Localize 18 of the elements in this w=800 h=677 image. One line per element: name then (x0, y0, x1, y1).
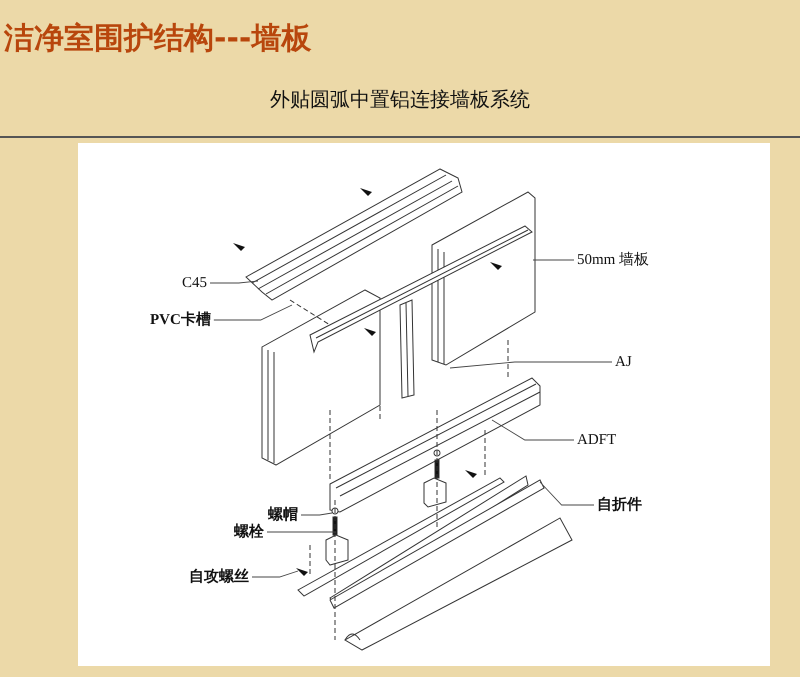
leader-line (213, 304, 292, 320)
part-label: PVC卡槽 (150, 311, 211, 329)
part-label: 自折件 (597, 496, 642, 514)
leader-line (300, 512, 332, 516)
part-label: C45 (182, 274, 208, 292)
leader-line (210, 280, 258, 284)
leader-line (450, 362, 612, 368)
part-label: 螺帽 (268, 506, 298, 524)
title: 洁净室围护结构---墙板 (4, 20, 312, 58)
part-label: 50mm 墙板 (577, 251, 650, 269)
leader-line (492, 420, 574, 440)
part-label: 自攻螺丝 (189, 568, 249, 586)
part-label: ADFT (577, 431, 616, 449)
leader-line (252, 570, 298, 578)
part-label: 螺栓 (234, 523, 264, 541)
subtitle: 外贴圆弧中置铝连接墙板系统 (269, 86, 531, 113)
leader-line (540, 482, 594, 506)
part-label: AJ (615, 353, 632, 371)
